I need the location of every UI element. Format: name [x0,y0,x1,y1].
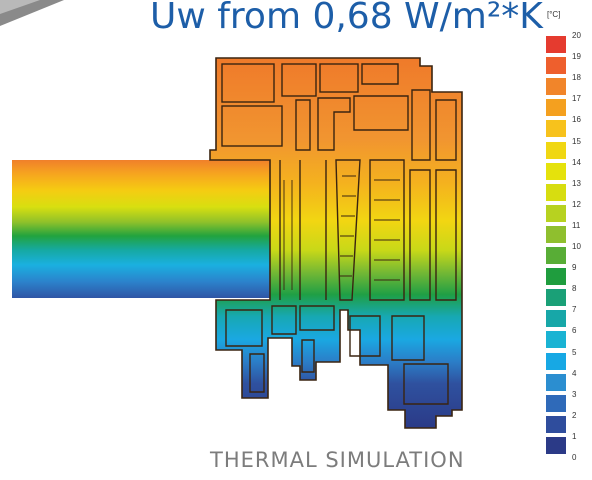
legend-tick-label: 14 [572,157,581,167]
profile-chambers [221,63,457,405]
legend-swatch [546,289,566,307]
legend-tick-label: 19 [572,52,581,62]
legend-swatch [546,394,566,412]
legend-swatch [546,436,566,454]
legend-swatch [546,183,566,201]
caption-thermal-simulation: THERMAL SIMULATION [210,448,465,472]
legend-swatch [546,204,566,222]
legend-tick-label: 8 [572,284,577,294]
legend-tick-label: 20 [572,31,581,40]
legend-swatch [546,331,566,349]
thermal-simulation-diagram [12,57,463,429]
legend-swatch [546,162,566,180]
corner-shadow [0,0,70,28]
legend-swatch [546,373,566,391]
legend-tick-label: 9 [572,263,577,273]
legend-swatch [546,310,566,328]
legend-tick-label: 15 [572,136,581,146]
legend-tick-label: 17 [572,94,581,104]
legend-unit: [°C] [547,10,561,19]
legend-tick-label: 6 [572,326,577,336]
legend-swatch [546,141,566,159]
legend-tick-label: 4 [572,368,577,378]
page-title: Uw from 0,68 W/m²*K [150,0,543,37]
legend-tick-label: 1 [572,431,577,441]
legend-tick-label: 16 [572,115,581,125]
legend-tick-label: 11 [572,220,581,230]
legend-swatch [546,120,566,138]
legend-swatch [546,352,566,370]
legend-tick-label: 7 [572,305,577,315]
glass-pane [12,160,270,298]
legend-swatch [546,99,566,117]
legend-swatch [546,36,566,53]
legend-swatch [546,415,566,433]
legend-tick-label: 10 [572,242,581,251]
legend-swatch [546,78,566,96]
legend-tick-label: 3 [572,389,577,399]
insulation-ribs [283,175,400,290]
legend-swatch [546,268,566,286]
legend-tick-label: 0 [572,453,577,462]
legend-tick-label: 2 [572,410,577,420]
frame-body [209,57,463,429]
legend-swatch [546,225,566,243]
legend-tick-label: 12 [572,199,581,209]
legend-swatch [546,247,566,264]
legend-tick-label: 5 [572,347,577,357]
legend-tick-label: 13 [572,178,581,188]
legend-tick-label: 18 [572,73,581,83]
legend-swatch [546,57,566,75]
